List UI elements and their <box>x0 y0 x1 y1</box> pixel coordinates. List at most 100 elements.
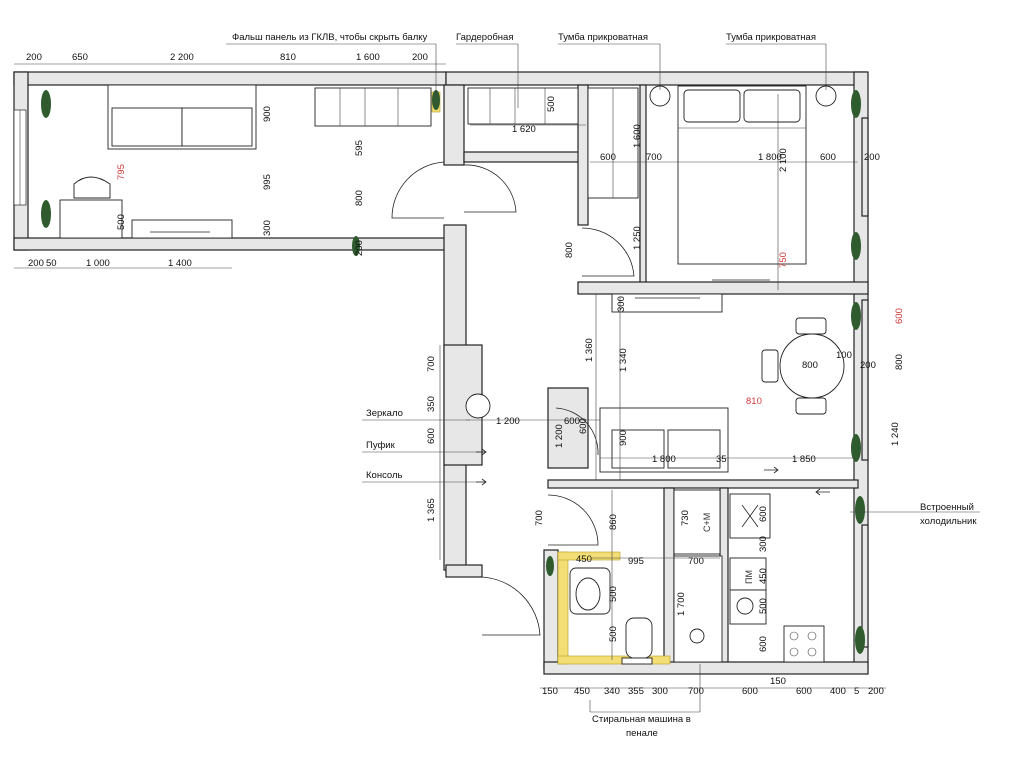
dim-br-6: 1 250 <box>632 226 643 250</box>
dim-kt-0: 600 <box>758 506 769 522</box>
dim-bl-3: 1 400 <box>168 258 192 269</box>
dim-top-1: 650 <box>72 52 88 63</box>
label-beam-panel: Фальш панель из ГКЛВ, чтобы скрыть балку <box>232 32 428 43</box>
label-washer-dryer: С+М <box>702 513 712 532</box>
dim-lr-5: 595 <box>354 140 365 156</box>
dim-bt-11: 150 <box>770 676 786 687</box>
label-mirror: Зеркало <box>366 408 403 419</box>
dim-lv-0: 300 <box>616 296 627 312</box>
dim-wr-3: 700 <box>646 152 662 163</box>
dim-kt-1: 300 <box>758 536 769 552</box>
dim-kt-4: 600 <box>758 636 769 652</box>
dim-ba-0: 730 <box>680 510 691 526</box>
dim-hl-1: 350 <box>426 396 437 412</box>
dim-ba-1: 700 <box>534 510 545 526</box>
dim-hl-2: 600 <box>426 428 437 444</box>
dim-lr-3: 795 <box>116 164 127 180</box>
dim-bl-0: 200 <box>28 258 44 269</box>
dim-lr-0: 900 <box>262 106 273 122</box>
dim-ba-5: 700 <box>688 556 704 567</box>
dim-br-4: 2 100 <box>778 148 789 172</box>
dim-wr-2: 600 <box>600 152 616 163</box>
dim-bt-7: 600 <box>796 686 812 697</box>
dim-bt-0: 150 <box>542 686 558 697</box>
dim-top-5: 200 <box>412 52 428 63</box>
dim-lv-2: 1 340 <box>618 348 629 372</box>
dim-lv-11: 35 <box>716 454 727 465</box>
dim-top-4: 1 600 <box>356 52 380 63</box>
dim-lv-13: 900 <box>618 430 629 446</box>
dim-lv-15: 1 200 <box>496 416 520 427</box>
label-nightstand-right: Тумба прикроватная <box>726 32 816 43</box>
dim-lv-10: 1 800 <box>652 454 676 465</box>
label-washer-2: пенале <box>626 728 658 739</box>
label-pouf: Пуфик <box>366 440 396 451</box>
dim-lr-1: 995 <box>262 174 273 190</box>
dim-ba-3: 450 <box>576 554 592 565</box>
dim-lv-12: 1 850 <box>792 454 816 465</box>
label-wardrobe: Гардеробная <box>456 32 513 43</box>
dim-top-0: 200 <box>26 52 42 63</box>
dim-bt-9: 5 <box>854 686 859 697</box>
dim-bt-5: 700 <box>688 686 704 697</box>
dimension-lines <box>14 63 886 689</box>
dim-kt-2: 450 <box>758 568 769 584</box>
dim-br-0: 1 600 <box>632 124 643 148</box>
label-fridge-2: холодильник <box>920 516 977 527</box>
dim-bt-6: 600 <box>742 686 758 697</box>
dim-lv-9: 1 240 <box>890 422 901 446</box>
dim-lr-6: 800 <box>354 190 365 206</box>
dim-br-1: 1 800 <box>758 152 782 163</box>
doors <box>391 161 635 636</box>
dim-lv-16: 600 <box>578 418 589 434</box>
leader-lines <box>226 43 980 713</box>
dim-wr-1: 500 <box>546 96 557 112</box>
dim-bl-1: 50 <box>46 258 57 269</box>
dim-br-5: 750 <box>778 252 789 268</box>
dim-lv-1: 1 360 <box>584 338 595 362</box>
plants <box>41 90 865 654</box>
label-dishwasher: ПМ <box>744 570 754 584</box>
dim-lv-4: 100 <box>836 350 852 361</box>
label-console: Консоль <box>366 470 403 481</box>
dim-bt-8: 400 <box>830 686 846 697</box>
dim-lr-4: 500 <box>116 214 127 230</box>
dim-br-3: 200 <box>864 152 880 163</box>
dim-wr-0: 1 620 <box>512 124 536 135</box>
label-washer-1: Стиральная машина в <box>592 714 691 725</box>
dim-kt-3: 500 <box>758 598 769 614</box>
dim-lr-2: 300 <box>262 220 273 236</box>
dim-top-2: 2 200 <box>170 52 194 63</box>
dim-ba-4: 995 <box>628 556 644 567</box>
dim-lv-5: 200 <box>860 360 876 371</box>
flow-arrows <box>476 448 830 496</box>
label-fridge-1: Встроенный <box>920 502 974 513</box>
dim-lv-6: 600 <box>894 308 905 324</box>
dim-top-3: 810 <box>280 52 296 63</box>
dim-ba-8: 500 <box>608 626 619 642</box>
dim-lv-7: 800 <box>894 354 905 370</box>
dim-ba-6: 1 700 <box>676 592 687 616</box>
furniture <box>59 84 845 665</box>
dim-bt-4: 300 <box>652 686 668 697</box>
dim-hl-0: 700 <box>426 356 437 372</box>
dimensions: 200 650 2 200 810 1 600 200 200 50 1 000… <box>26 52 905 697</box>
dim-bt-2: 340 <box>604 686 620 697</box>
dim-lv-14: 600 <box>564 416 580 427</box>
dim-br-2: 600 <box>820 152 836 163</box>
dim-bl-2: 1 000 <box>86 258 110 269</box>
dim-hl-3: 1 365 <box>426 498 437 522</box>
dim-bt-3: 355 <box>628 686 644 697</box>
dim-lv-3: 800 <box>802 360 818 371</box>
dim-bt-1: 450 <box>574 686 590 697</box>
dim-bt-10: 200 <box>868 686 884 697</box>
dim-lr-7: 200 <box>354 240 365 256</box>
label-nightstand-left: Тумба прикроватная <box>558 32 648 43</box>
dim-ba-2: 860 <box>608 514 619 530</box>
dim-br-7: 800 <box>564 242 575 258</box>
labels: Фальш панель из ГКЛВ, чтобы скрыть балку… <box>232 32 977 739</box>
dim-lv-17: 1 200 <box>554 424 565 448</box>
dim-ba-7: 500 <box>608 586 619 602</box>
dim-lv-8: 810 <box>746 396 762 407</box>
